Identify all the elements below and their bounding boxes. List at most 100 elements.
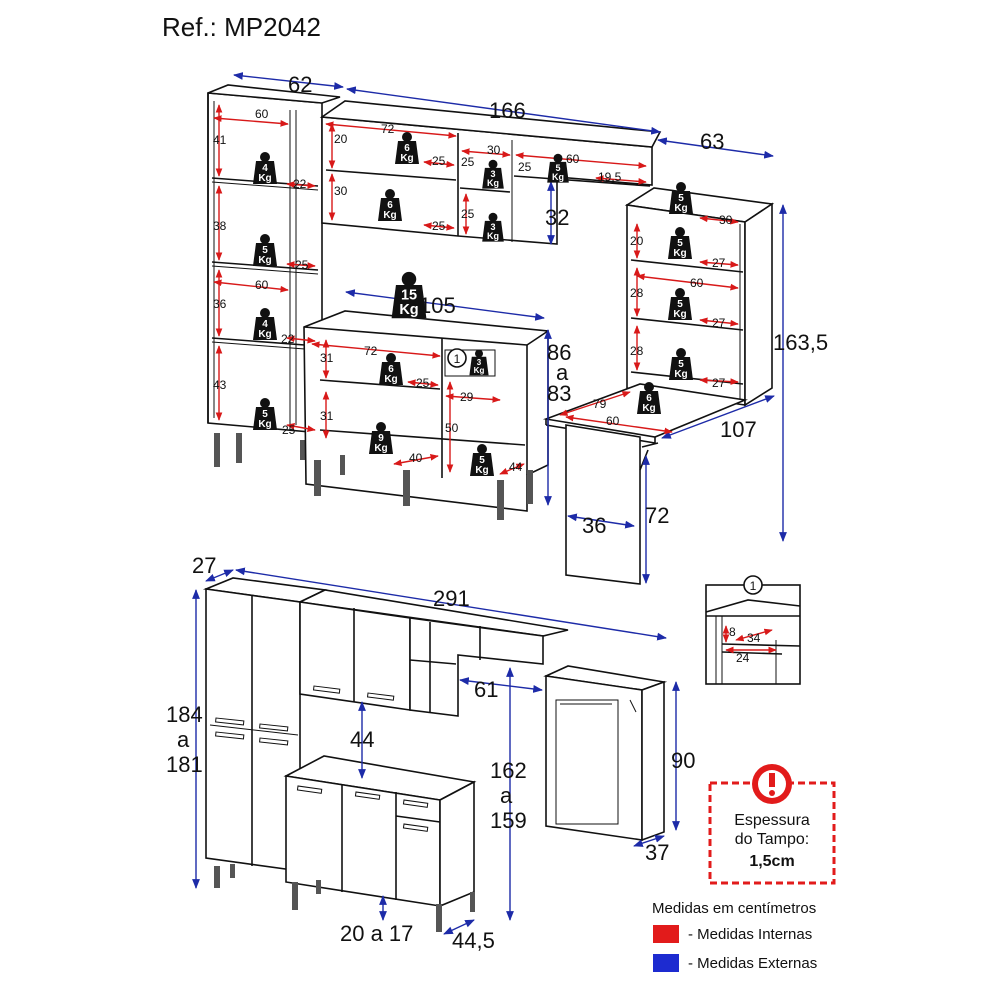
weight-unit: Kg (258, 419, 271, 430)
weight-unit: Kg (474, 366, 485, 375)
dim-width-36: 36 (582, 513, 606, 538)
svg-text:72: 72 (381, 122, 395, 136)
weight-unit: Kg (673, 309, 686, 320)
svg-text:60: 60 (255, 278, 269, 292)
weight-value: 5 (678, 359, 684, 370)
weight-icon: 5Kg (470, 444, 494, 476)
detail-marker-circle (447, 348, 467, 368)
weight-unit: Kg (399, 302, 418, 318)
weight-icon: 5Kg (669, 348, 693, 380)
weight-value: 3 (477, 358, 482, 367)
svg-text:25: 25 (282, 423, 296, 437)
detail-dim-24: 24 (736, 651, 750, 665)
svg-text:50: 50 (445, 421, 459, 435)
svg-text:27: 27 (712, 376, 726, 390)
svg-text:30: 30 (334, 184, 348, 198)
weight-icons: 4Kg5Kg4Kg5Kg6Kg6Kg3Kg3Kg5Kg15Kg6Kg9Kg3Kg… (253, 132, 693, 476)
svg-text:22: 22 (293, 177, 307, 191)
bottom-drawing: 27 291 184 a 181 44 61 162 a 159 90 37 2… (166, 553, 695, 953)
svg-text:19,5: 19,5 (598, 170, 622, 184)
dim-legs-20-a-17: 20 a 17 (340, 921, 413, 946)
legend-external-swatch (653, 954, 679, 972)
warning-line-3: 1,5cm (749, 853, 794, 870)
svg-text:60: 60 (566, 152, 580, 166)
weight-value: 4 (262, 319, 268, 330)
weight-icon: 6Kg (379, 353, 403, 385)
warning-line-1: Espessura (734, 812, 810, 829)
detail-inset: 1 8 34 24 (705, 575, 801, 685)
warning-line-2: do Tampo: (735, 831, 809, 848)
weight-unit: Kg (374, 443, 387, 454)
dim-height-a2: a (177, 727, 190, 752)
svg-text:43: 43 (213, 378, 227, 392)
legend: Medidas em centímetros - Medidas Interna… (652, 900, 817, 972)
detail-dim-8: 8 (729, 625, 736, 639)
dim-height-86: 86 (547, 340, 571, 365)
svg-text:60: 60 (606, 414, 620, 428)
weight-icon: 5Kg (669, 182, 693, 214)
weight-value: 6 (646, 393, 652, 404)
weight-value: 5 (677, 299, 683, 310)
weight-unit: Kg (475, 465, 488, 476)
dim-height-72: 72 (645, 503, 669, 528)
weight-value: 3 (490, 222, 495, 232)
countertop-warning: Espessura do Tampo: 1,5cm (708, 764, 836, 885)
weight-icon: 5Kg (668, 227, 692, 259)
svg-text:40: 40 (409, 451, 423, 465)
svg-text:30: 30 (487, 143, 501, 157)
svg-text:60: 60 (255, 107, 269, 121)
weight-value: 5 (678, 193, 684, 204)
dim-gap-44: 44 (350, 727, 374, 752)
dim-depth-37: 37 (645, 840, 669, 865)
weight-unit: Kg (674, 369, 687, 380)
weight-unit: Kg (673, 248, 686, 259)
svg-text:25: 25 (295, 258, 309, 272)
weight-value: 5 (677, 238, 683, 249)
weight-unit: Kg (674, 203, 687, 214)
right-tall-shelf (624, 187, 775, 407)
svg-text:27: 27 (712, 316, 726, 330)
dim-width-166: 166 (489, 98, 526, 123)
svg-text:20: 20 (630, 234, 644, 248)
svg-text:25: 25 (416, 376, 430, 390)
base-cabinet (303, 310, 549, 520)
svg-text:60: 60 (690, 276, 704, 290)
weight-unit: Kg (487, 231, 499, 241)
weight-icon: 6Kg (637, 382, 661, 414)
dim-height-184: 184 (166, 702, 203, 727)
weight-unit: Kg (258, 255, 271, 266)
weight-icon: 3Kg (482, 159, 504, 189)
svg-text:25: 25 (432, 219, 446, 233)
weight-unit: Kg (384, 374, 397, 385)
reference-title: Ref.: MP2042 (162, 12, 321, 42)
weight-icon: 5Kg (547, 153, 569, 183)
svg-text:22: 22 (281, 332, 295, 346)
internal-dimensions: 60 41 22 38 25 60 36 22 43 25 72 20 30 (213, 104, 739, 475)
svg-text:20: 20 (334, 132, 348, 146)
svg-text:72: 72 (364, 344, 378, 358)
dim-height-a3: a (500, 783, 513, 808)
detail-marker-label: 1 (454, 352, 461, 366)
weight-unit: Kg (487, 178, 499, 188)
weight-icon: 9Kg (369, 422, 393, 454)
top-drawing: 62 166 63 105 86 a 83 163,5 107 36 72 32… (207, 72, 828, 585)
weight-unit: Kg (258, 173, 271, 184)
weight-value: 3 (490, 169, 495, 179)
weight-icon: 5Kg (253, 234, 277, 266)
weight-icon: 3Kg (469, 349, 489, 376)
weight-value: 9 (378, 433, 384, 444)
weight-icon: 4Kg (253, 308, 277, 340)
svg-text:29: 29 (460, 390, 474, 404)
svg-text:31: 31 (320, 351, 334, 365)
weight-value: 15 (401, 287, 417, 303)
svg-text:25: 25 (461, 155, 475, 169)
dim-height-181: 181 (166, 752, 203, 777)
legend-internal-swatch (653, 925, 679, 943)
svg-text:25: 25 (518, 160, 532, 174)
svg-text:31: 31 (320, 409, 334, 423)
weight-value: 5 (262, 409, 268, 420)
dim-height-90: 90 (671, 748, 695, 773)
legend-title: Medidas em centímetros (652, 900, 816, 917)
svg-text:25: 25 (432, 154, 446, 168)
